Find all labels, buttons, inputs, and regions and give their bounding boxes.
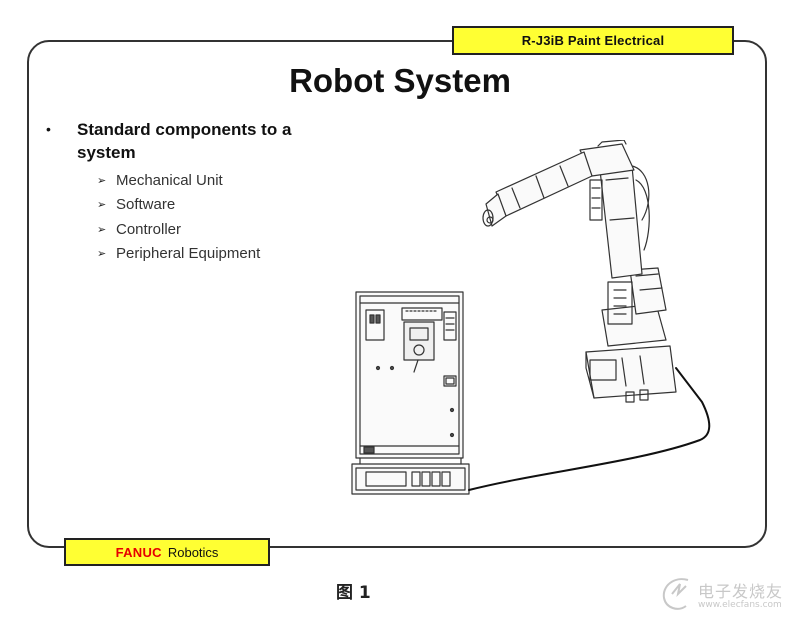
footer-brand: FANUC bbox=[115, 544, 162, 560]
bullet-main: • Standard components to a system bbox=[46, 118, 336, 164]
figure-caption: 图 1 bbox=[336, 583, 371, 603]
slide-title: Robot System bbox=[289, 62, 511, 99]
header-tag-label: R-J3iB Paint Electrical bbox=[521, 33, 665, 48]
sub-item-peripheral-equipment: Peripheral Equipment bbox=[116, 245, 261, 263]
sub-item-mechanical-unit: Mechanical Unit bbox=[116, 171, 223, 189]
watermark-name: 电子发烧友 bbox=[698, 582, 784, 601]
sub-bullet-list: ➢ Mechanical Unit ➢ Software ➢ Controlle… bbox=[97, 168, 260, 266]
watermark-url: www.elecfans.com bbox=[698, 600, 782, 610]
cable-icon bbox=[468, 367, 711, 491]
footer-tag: FANUC Robotics bbox=[64, 538, 270, 566]
arrow-bullet-icon: ➢ bbox=[97, 174, 107, 187]
list-item: ➢ Mechanical Unit bbox=[97, 168, 260, 193]
controller-cabinet-icon bbox=[355, 291, 464, 459]
arrow-bullet-icon: ➢ bbox=[97, 223, 107, 236]
sub-item-software: Software bbox=[116, 196, 176, 214]
watermark: 电子发烧友 www.elecfans.com bbox=[658, 572, 798, 616]
arrow-bullet-icon: ➢ bbox=[97, 248, 107, 261]
footer-division: Robotics bbox=[167, 544, 219, 560]
bullet-dot: • bbox=[46, 121, 51, 137]
sub-item-controller: Controller bbox=[116, 220, 182, 238]
arrow-bullet-icon: ➢ bbox=[97, 199, 107, 212]
list-item: ➢ Peripheral Equipment bbox=[97, 242, 260, 267]
robot-system-illustration bbox=[351, 140, 711, 495]
header-tag: R-J3iB Paint Electrical bbox=[452, 26, 734, 55]
list-item: ➢ Controller bbox=[97, 217, 260, 242]
bullet-main-text: Standard components to a system bbox=[77, 120, 292, 162]
elecfans-logo-icon bbox=[662, 578, 689, 610]
teach-pendant-icon bbox=[351, 457, 470, 495]
list-item: ➢ Software bbox=[97, 193, 260, 218]
robot-arm-icon bbox=[482, 140, 677, 403]
